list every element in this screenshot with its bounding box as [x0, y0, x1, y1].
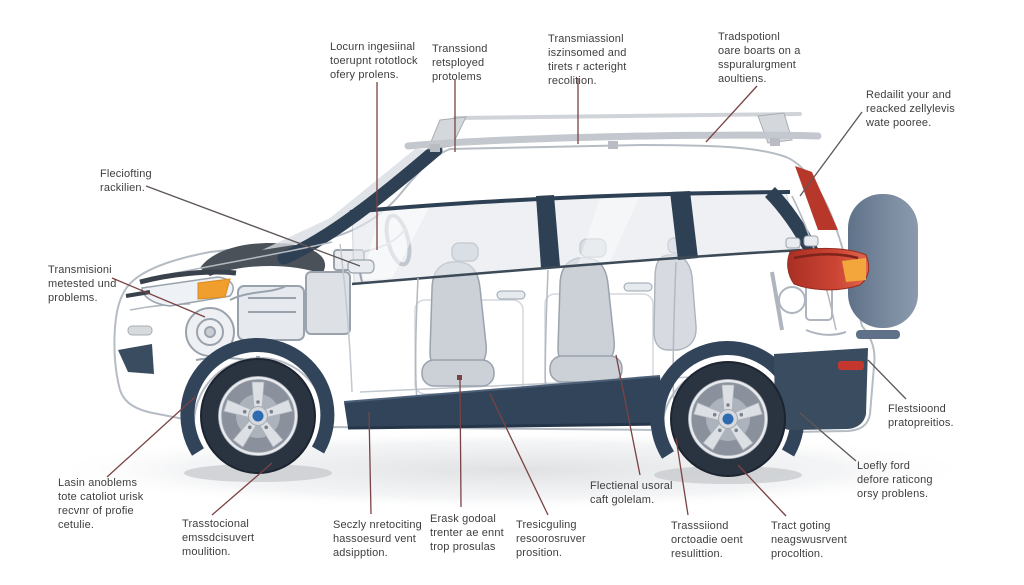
- callout-bottom-2: Seczly nretociting hassoesurd vent adsip…: [333, 519, 422, 560]
- taillight-orange-segment: [842, 258, 866, 282]
- callout-right-1: Redailit your and reacked zellylevis wat…: [866, 89, 955, 130]
- headlight-indicator-orange: [197, 278, 231, 300]
- tailgate-badges: [785, 235, 819, 249]
- callout-top-4: Tradspotionl oare boarts on a sspuralurg…: [718, 31, 801, 86]
- callout-top-3: Transmiassionl iszinsomed and tirets r a…: [548, 33, 627, 88]
- roof-rails: [404, 112, 822, 152]
- callout-bottom-3: Erask godoal trenter ae ennt trop prosul…: [430, 513, 504, 554]
- wheel-center-cap: [722, 413, 734, 425]
- callout-bottom-7: Tract goting neagswusrvent procoltion.: [771, 520, 847, 561]
- callout-bottom-left: Lasin anoblems tote catoliot urisk recvn…: [58, 477, 144, 532]
- rear-bumper: [774, 348, 868, 430]
- ground-shadow: [42, 430, 982, 510]
- callout-right-3: Loefly ford defore raticong orsy problen…: [857, 460, 933, 501]
- callout-bottom-4: Tresicguling resoorosruver prosition.: [516, 519, 586, 560]
- spare-wheel-cover: [848, 194, 918, 339]
- callout-top-1: Locurn ingesiinal toerupnt rototlock ofe…: [330, 41, 418, 82]
- door-handles: [496, 282, 653, 300]
- window-reflection: [362, 206, 430, 280]
- callout-bottom-6: Trasssiiond orctoadie oent resulittion.: [671, 520, 743, 561]
- callout-top-2: Transsiond retsployed protolems: [432, 43, 488, 84]
- rear-reflector: [838, 361, 864, 370]
- rear-wheel: [670, 361, 786, 477]
- wheel-center-cap: [252, 410, 264, 422]
- callout-left-2: Transmisioni metested und problems.: [48, 264, 117, 305]
- callout-right-2: Flestsioond pratopreitios.: [888, 403, 954, 430]
- window-reflection-2: [578, 196, 640, 264]
- callout-left-1: Fleciofting rackilien.: [100, 168, 152, 195]
- front-seat: [421, 242, 495, 387]
- windshield-glass: [262, 149, 440, 250]
- callout-bottom-1: Trasstocional emssdcisuvert moulition.: [182, 518, 255, 559]
- front-wheel: [200, 358, 316, 474]
- callout-bottom-5: Flectienal usoral caft golelam.: [590, 480, 673, 507]
